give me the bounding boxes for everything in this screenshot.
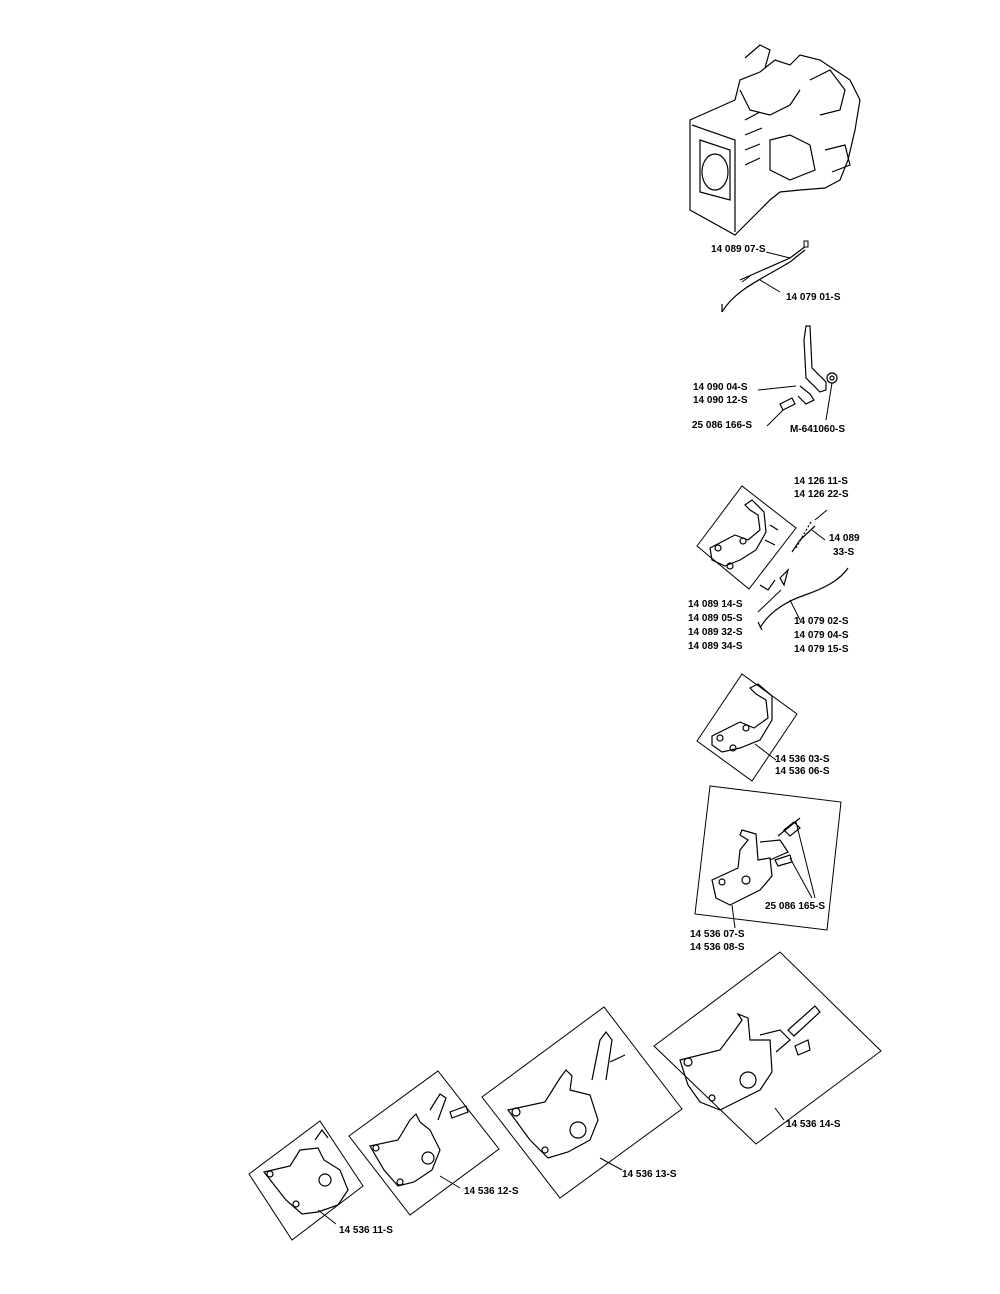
label-14-090-12-s: 14 090 12-S	[693, 395, 748, 406]
spring-and-cable-illustration	[757, 509, 849, 631]
label-14-536-08-s: 14 536 08-S	[690, 942, 745, 953]
governor-assembly-box-5	[481, 1006, 683, 1199]
label-14-536-12-s: 14 536 12-S	[464, 1186, 519, 1197]
label-14-536-07-s: 14 536 07-S	[690, 929, 745, 940]
label-14-089-34-s: 14 089 34-S	[688, 641, 743, 652]
label-14-089-32-s: 14 089 32-S	[688, 627, 743, 638]
label-14-536-03-s: 14 536 03-S	[775, 754, 830, 765]
label-m-641060-s: M-641060-S	[790, 424, 845, 435]
governor-assembly-box-4	[653, 951, 882, 1145]
label-25-086-166-s: 25 086 166-S	[692, 420, 752, 431]
label-14-089-14-s: 14 089 14-S	[688, 599, 743, 610]
label-14-536-14-s: 14 536 14-S	[786, 1119, 841, 1130]
lever-bracket-illustration	[757, 325, 838, 427]
label-14-090-04-s: 14 090 04-S	[693, 382, 748, 393]
governor-assembly-box-6	[348, 1070, 500, 1216]
engine-block-illustration	[689, 44, 861, 236]
label-25-086-165-s: 25 086 165-S	[765, 901, 825, 912]
label-14-079-15-s: 14 079 15-S	[794, 644, 849, 655]
governor-bracket-box-1	[696, 485, 797, 590]
throttle-rod-cable-illustration	[721, 240, 809, 313]
governor-bracket-box-2	[696, 673, 798, 782]
label-14-089-05-s: 14 089 05-S	[688, 613, 743, 624]
governor-assembly-box-7	[248, 1120, 364, 1241]
label-14-079-01-s: 14 079 01-S	[786, 292, 841, 303]
label-14-126-11-s: 14 126 11-S	[794, 476, 848, 487]
label-14-089: 14 089	[829, 533, 860, 544]
label-14-089-07-s: 14 089 07-S	[711, 244, 766, 255]
label-14-079-02-s: 14 079 02-S	[794, 616, 849, 627]
label-14-079-04-s: 14 079 04-S	[794, 630, 849, 641]
governor-assembly-box-3	[694, 785, 842, 931]
label-33-s: 33-S	[833, 547, 854, 558]
label-14-536-11-s: 14 536 11-S	[339, 1225, 393, 1236]
label-14-536-06-s: 14 536 06-S	[775, 766, 830, 777]
label-14-536-13-s: 14 536 13-S	[622, 1169, 677, 1180]
label-14-126-22-s: 14 126 22-S	[794, 489, 849, 500]
